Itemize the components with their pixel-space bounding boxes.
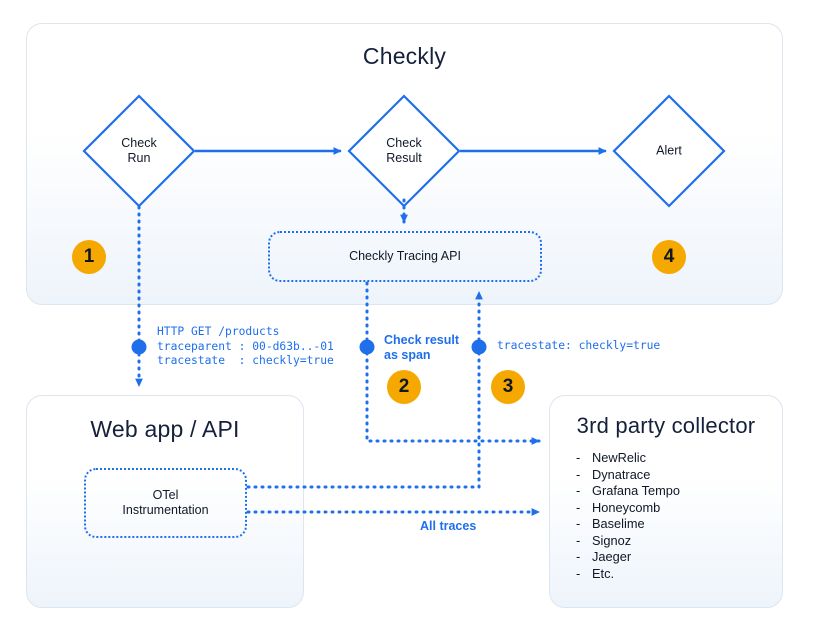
route-tracing-api-to-collector [365,281,541,445]
checkly-panel-title: Checkly [362,43,447,69]
otel-instrumentation-label: OTel Instrumentation [122,488,209,517]
list-item-label: NewRelic [592,450,647,465]
list-item: -Signoz [576,533,680,550]
list-item: -NewRelic [576,450,680,467]
list-item: -Etc. [576,566,680,583]
annotation-all-traces: All traces [420,519,477,533]
node-label-check-result: Check Result [386,136,422,165]
annotation-tracestate: tracestate: checkly=true [497,339,661,352]
list-item-label: Etc. [592,565,615,581]
otel-instrumentation-box[interactable]: OTel Instrumentation [84,468,247,538]
list-item-label: Signoz [592,532,632,548]
route-dot-1 [131,339,147,355]
list-item: -Grafana Tempo [576,483,680,500]
list-bullet: - [576,516,581,531]
list-bullet: - [576,549,581,564]
list-bullet: - [576,450,581,465]
route-dot-2 [359,339,375,355]
list-item-label: Dynatrace [592,466,651,482]
webapp-panel [26,395,304,608]
list-item-label: Baselime [592,516,645,531]
node-label-check-run: Check Run [121,136,157,165]
list-bullet: - [576,565,581,581]
list-item: -Honeycomb [576,500,680,517]
list-bullet: - [576,466,581,482]
badge-1: 1 [72,240,106,274]
webapp-panel-title: Web app / API [90,416,240,442]
badge-4: 4 [652,240,686,274]
route-dot-3 [471,339,487,355]
list-item-label: Grafana Tempo [592,483,680,498]
node-alert [612,94,726,208]
annotation-http-request: HTTP GET /products traceparent : 00-d63b… [157,325,334,368]
badge-2: 2 [387,370,421,404]
annotation-check-result-as-span: Check result as span [384,333,460,362]
checkly-tracing-api-label: Checkly Tracing API [349,249,461,263]
list-bullet: - [576,532,581,548]
list-item: -Jaeger [576,549,680,566]
list-item-label: Jaeger [592,549,632,564]
collector-panel-title: 3rd party collector [576,413,756,438]
list-item: -Dynatrace [576,467,680,484]
list-item: -Baselime [576,516,680,533]
list-bullet: - [576,483,581,498]
list-bullet: - [576,499,581,515]
badge-3: 3 [491,370,525,404]
collector-panel [549,395,783,608]
checkly-tracing-api-box[interactable]: Checkly Tracing API [268,231,542,282]
route-otel-to-tracing-api [246,290,483,489]
node-label-alert: Alert [656,143,682,158]
collector-list: -NewRelic-Dynatrace-Grafana Tempo-Honeyc… [576,450,680,582]
list-item-label: Honeycomb [592,499,661,515]
